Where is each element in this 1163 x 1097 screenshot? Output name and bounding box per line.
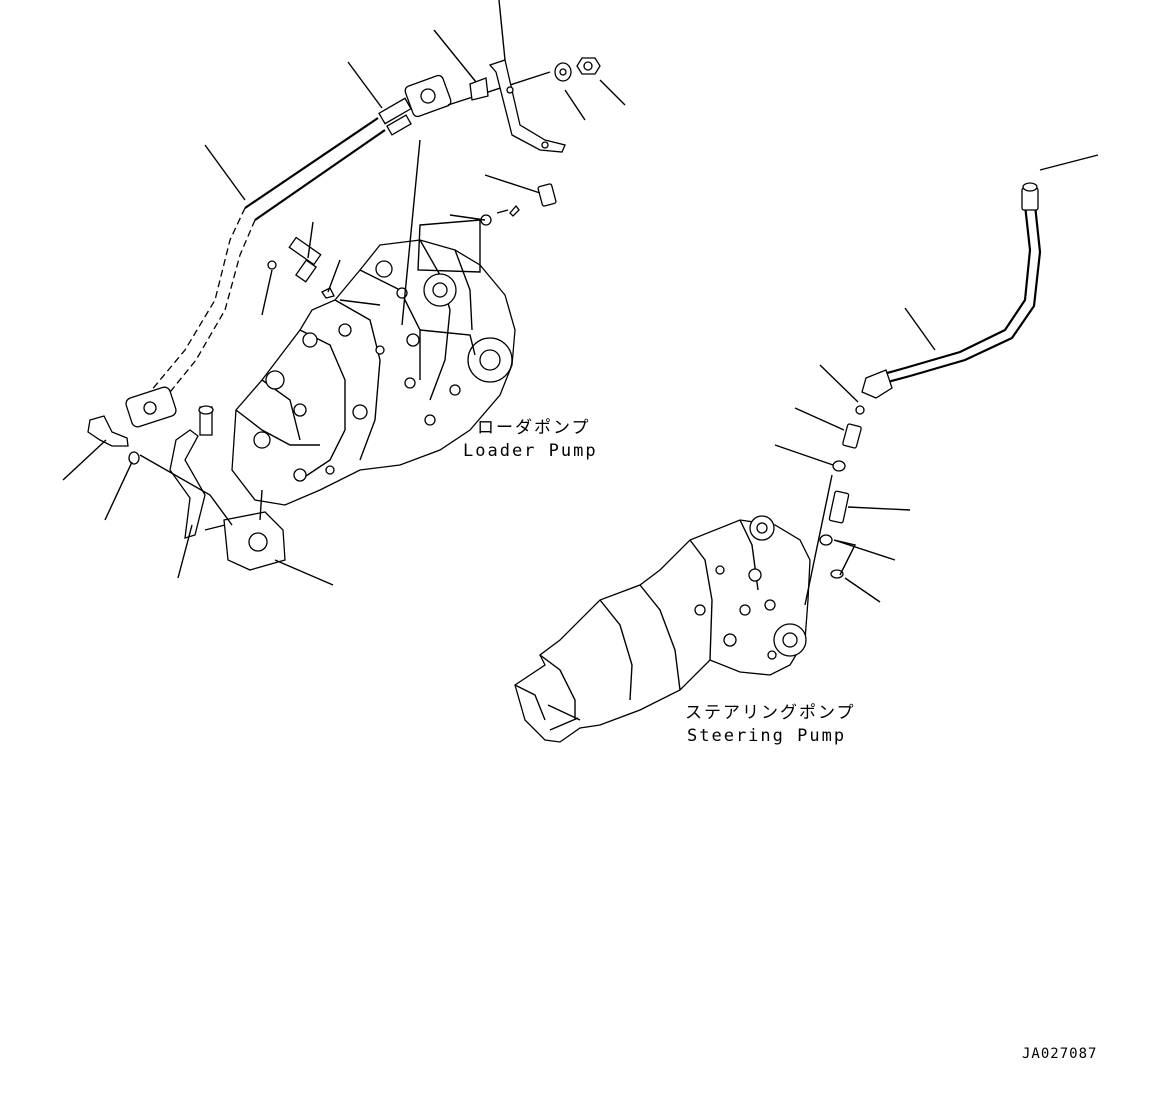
loader-pump-body — [231, 239, 516, 506]
steering-pump-body — [514, 515, 811, 743]
steering-fittings — [819, 405, 865, 579]
loader-bottom-bracket — [87, 405, 286, 571]
loader-pump-label-jp: ローダポンプ — [477, 418, 591, 438]
loader-suction-tube — [125, 117, 386, 428]
washer-nut-top — [554, 57, 601, 82]
loader-fittings — [267, 183, 557, 299]
steering-pump-label-jp: ステアリングポンプ — [685, 703, 856, 723]
loader-leader-lines — [62, 0, 626, 586]
steering-hose — [861, 182, 1042, 399]
loader-pump-label-en: Loader Pump — [463, 441, 598, 461]
loader-top-flange — [378, 71, 551, 136]
steering-leader-lines — [774, 154, 1099, 606]
steering-pump-label-en: Steering Pump — [687, 726, 847, 746]
drawing-code: JA027087 — [1022, 1046, 1098, 1062]
loader-top-bracket — [469, 59, 566, 153]
